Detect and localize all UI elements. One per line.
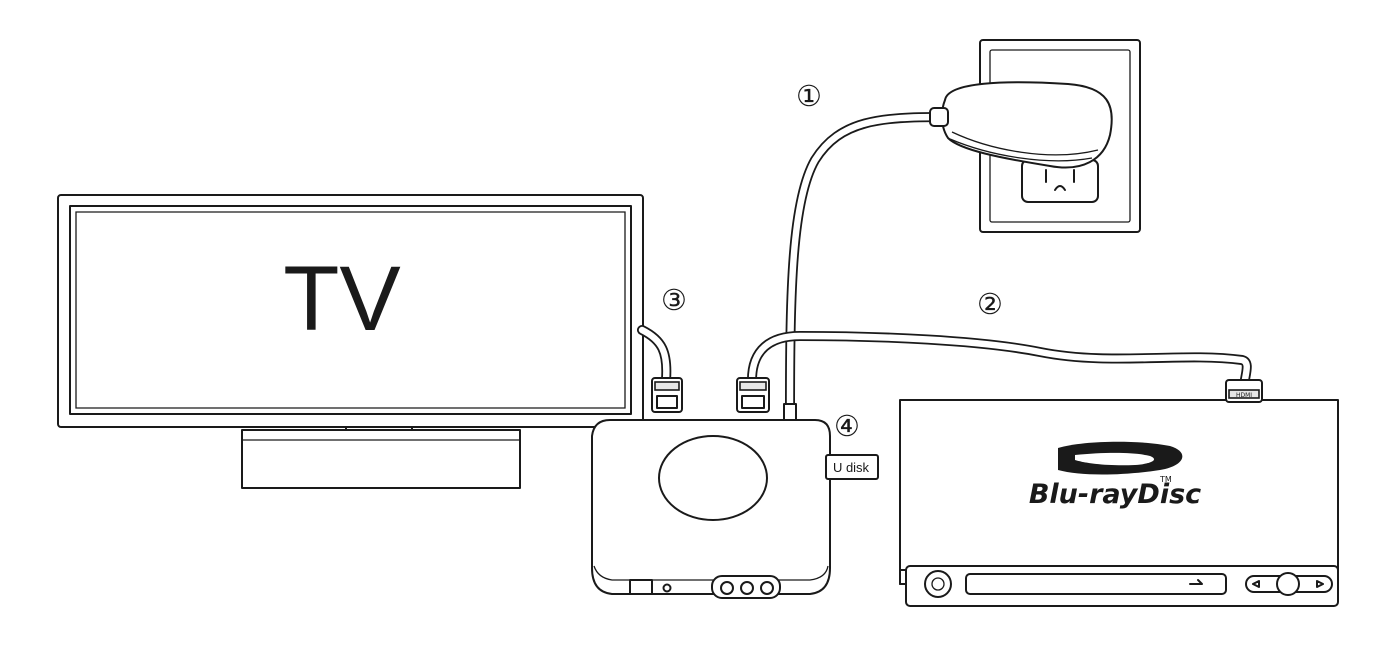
step-4-label: ④ bbox=[834, 409, 860, 443]
media-player bbox=[591, 419, 831, 599]
player-power-button bbox=[629, 579, 653, 595]
av-port-right bbox=[760, 581, 774, 595]
usb-stick-label: U disk bbox=[833, 460, 870, 475]
av-port-left bbox=[720, 581, 734, 595]
power-adapter bbox=[929, 81, 1113, 169]
step-3-label: ③ bbox=[661, 283, 687, 317]
hdmi-plug-label: HDMI bbox=[1236, 392, 1252, 399]
bluray-power-button bbox=[924, 570, 952, 598]
hdmi-plug-bluray: HDMI bbox=[1225, 379, 1263, 403]
tv: TV bbox=[57, 194, 644, 428]
bluray-player: TM Blu-rayDisc bbox=[899, 399, 1339, 607]
hdmi-plug-tv bbox=[651, 377, 683, 413]
usb-stick: U disk bbox=[825, 454, 879, 480]
power-plug-player bbox=[783, 403, 797, 421]
bluray-disc-tray bbox=[965, 573, 1227, 595]
bluray-brand: Blu-rayDisc bbox=[1029, 479, 1201, 510]
tv-label: TV bbox=[283, 248, 401, 350]
power-cable bbox=[785, 112, 949, 415]
hdmi-plug-player bbox=[736, 377, 770, 413]
step-1-label: ① bbox=[796, 79, 822, 113]
step-2-label: ② bbox=[977, 287, 1003, 321]
hdmi-cable-tv bbox=[637, 325, 672, 385]
hdmi-cable-bluray bbox=[747, 331, 1252, 390]
player-top-disc bbox=[658, 435, 768, 521]
bluray-trademark: TM bbox=[1159, 475, 1172, 484]
av-port-middle bbox=[740, 581, 754, 595]
